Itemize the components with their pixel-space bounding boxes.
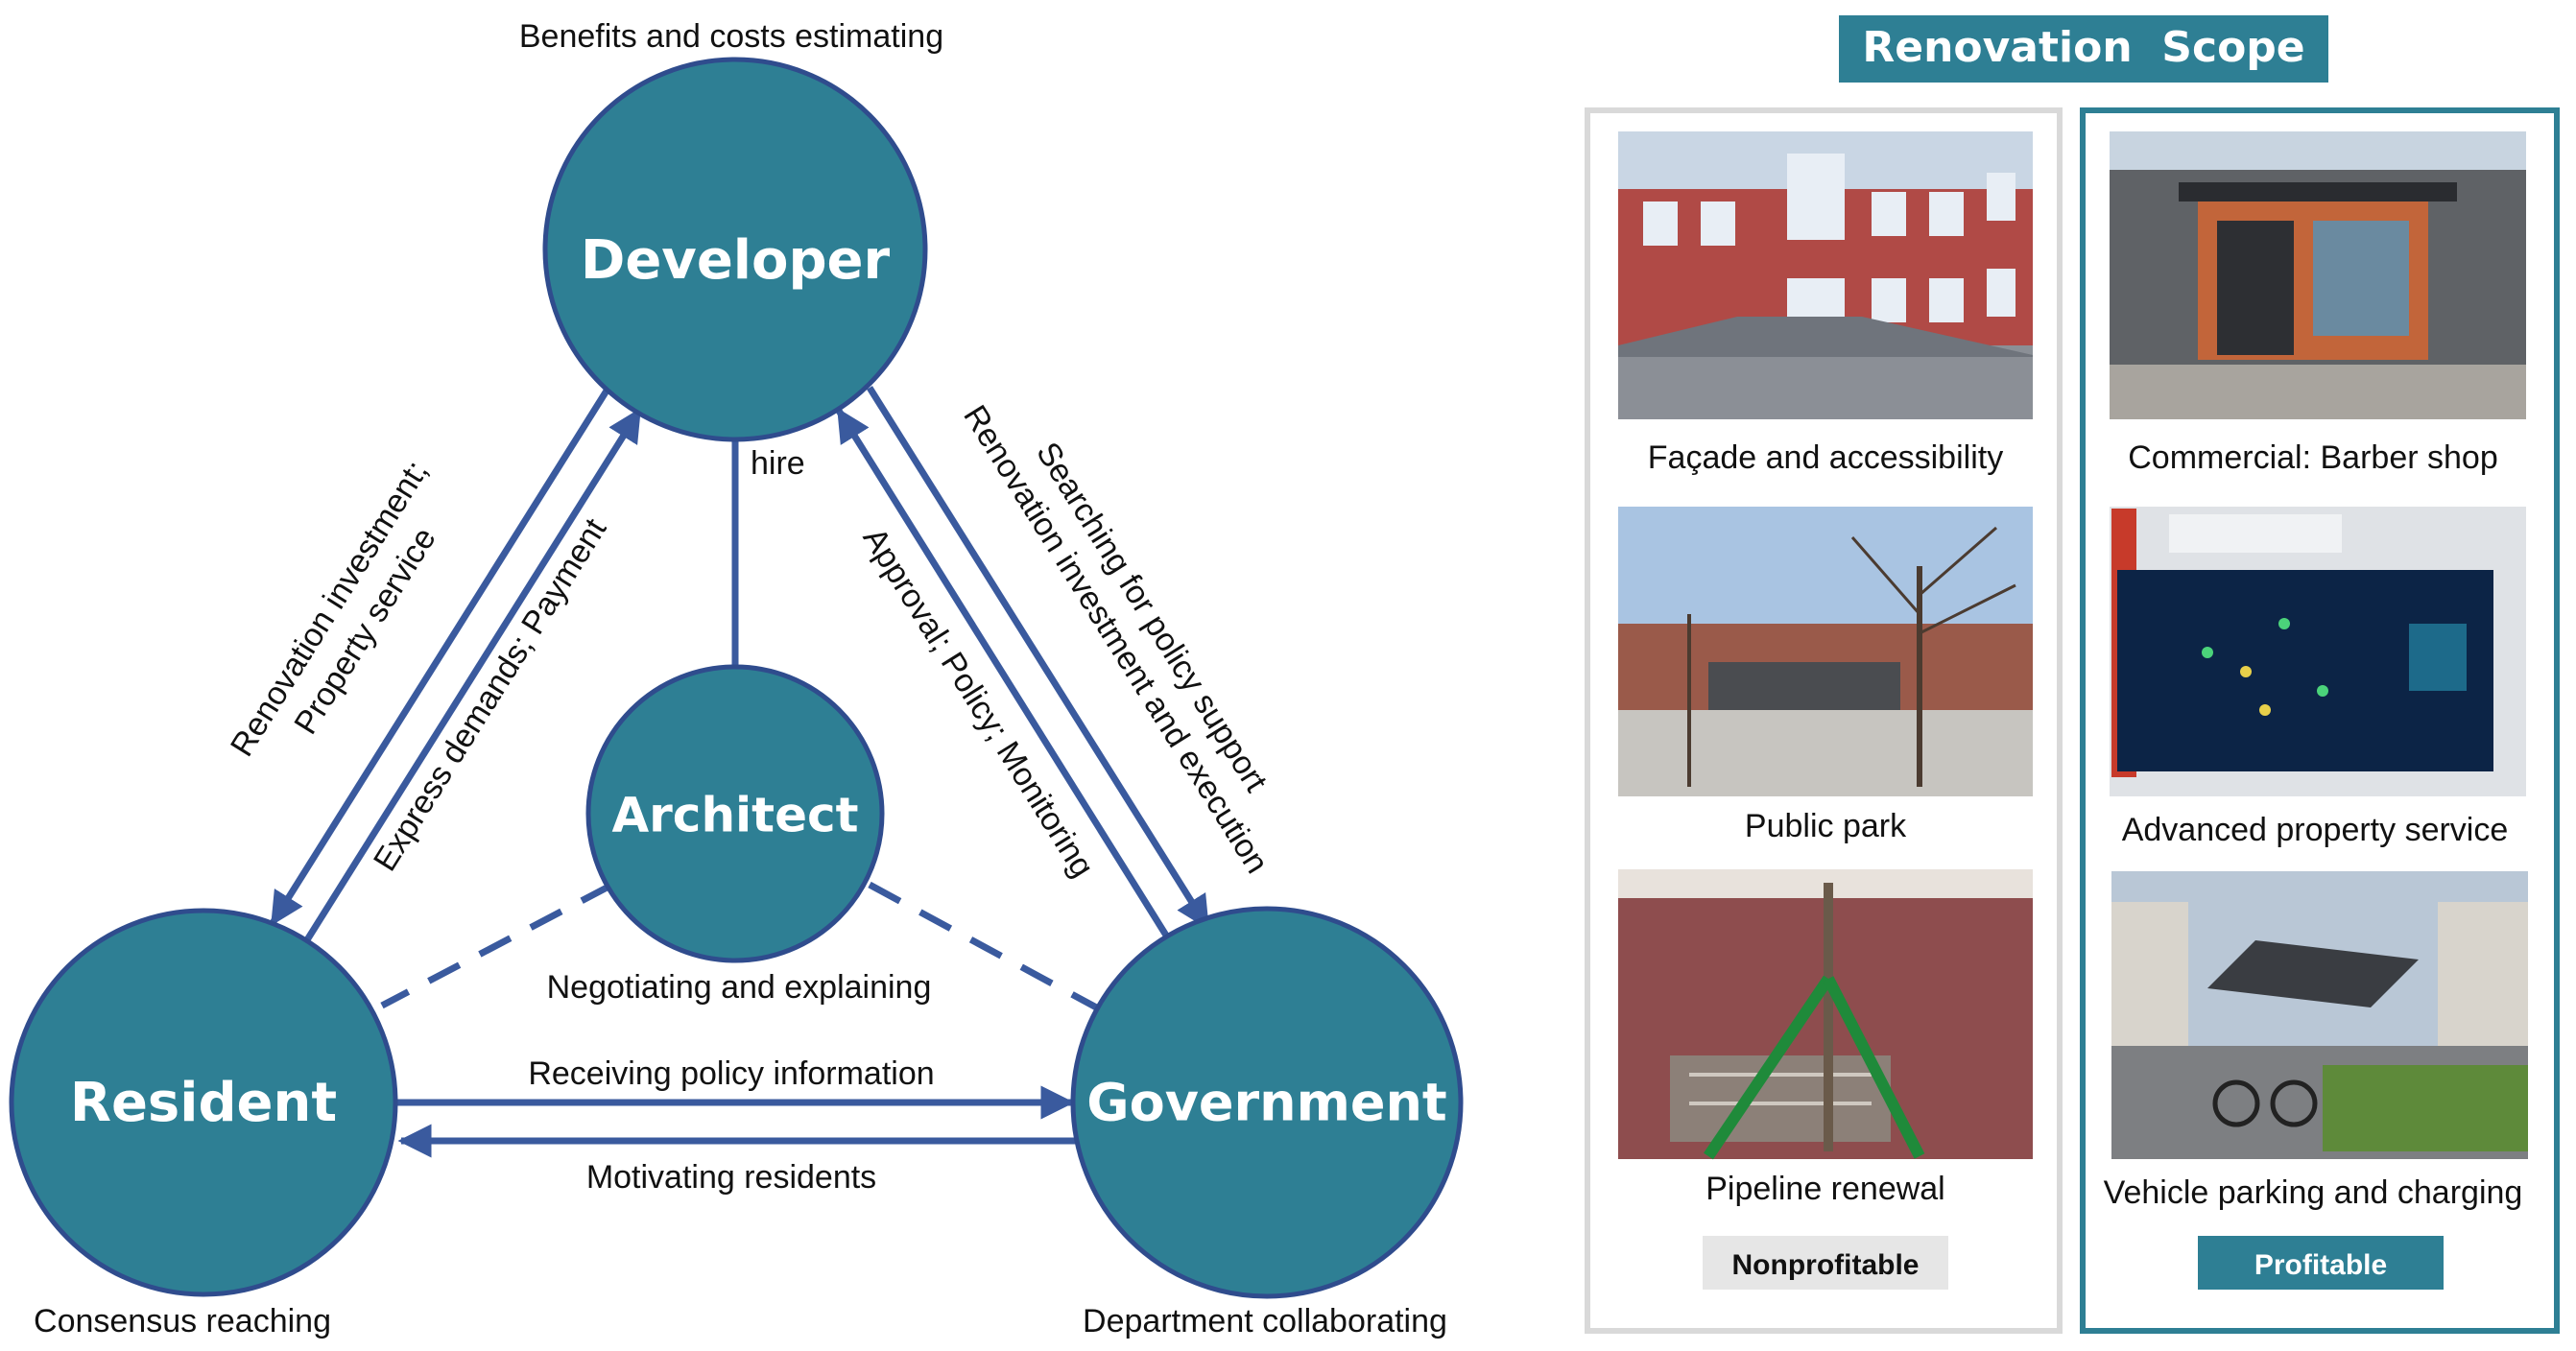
- photo-vehicle-parking: [2111, 871, 2528, 1159]
- developer-to-government-label-2: Renovation investment and execution: [956, 399, 1276, 880]
- government-node: [1070, 906, 1464, 1299]
- developer-to-government-label-1: Searching for policy support: [1029, 436, 1275, 798]
- photo-barber-shop: [2110, 131, 2526, 419]
- developer-caption: Benefits and costs estimating: [519, 18, 943, 55]
- photo-public-park: [1618, 507, 2033, 796]
- profitable-item-1: Commercial: Barber shop: [2128, 439, 2497, 476]
- arrow-resident-to-developer: [300, 408, 642, 948]
- government-to-resident-label: Motivating residents: [586, 1159, 876, 1196]
- dashed-architect-resident: [380, 881, 614, 1009]
- nonprofitable-item-3: Pipeline renewal: [1705, 1171, 1945, 1207]
- scope-title: Renovation Scope: [1862, 23, 2304, 72]
- profitable-badge: [2198, 1236, 2444, 1290]
- profitable-item-3: Vehicle parking and charging: [2104, 1174, 2523, 1211]
- arrow-government-to-developer: [836, 408, 1176, 948]
- resident-node: [9, 908, 398, 1297]
- hire-label: hire: [751, 445, 805, 482]
- photo-facade: [1618, 131, 2033, 419]
- photo-property-service: [2110, 507, 2526, 796]
- developer-node: [542, 57, 928, 442]
- nonprofitable-item-1: Façade and accessibility: [1648, 439, 2003, 476]
- developer-label: Developer: [581, 229, 891, 292]
- scope-title-banner: [1839, 15, 2328, 83]
- nonprofitable-badge: [1703, 1236, 1948, 1290]
- photo-pipeline: [1618, 869, 2033, 1160]
- architect-node: [585, 664, 885, 963]
- resident-label: Resident: [70, 1072, 337, 1134]
- profitable-label: Profitable: [2254, 1249, 2387, 1281]
- arrow-developer-to-resident: [270, 386, 611, 926]
- nonprofitable-panel: [1585, 107, 2063, 1334]
- government-caption: Department collaborating: [1083, 1303, 1447, 1339]
- profitable-item-2: Advanced property service: [2122, 812, 2509, 848]
- dashed-architect-government: [868, 881, 1102, 1013]
- arrow-developer-to-government: [867, 386, 1210, 930]
- nonprofitable-item-2: Public park: [1745, 808, 1907, 844]
- government-label: Government: [1086, 1073, 1446, 1133]
- architect-negotiation-label: Negotiating and explaining: [547, 969, 932, 1006]
- resident-caption: Consensus reaching: [34, 1303, 331, 1339]
- resident-to-government-label: Receiving policy information: [528, 1055, 934, 1092]
- profitable-panel: [2080, 107, 2560, 1334]
- architect-label: Architect: [611, 788, 858, 843]
- nonprofitable-label: Nonprofitable: [1732, 1249, 1920, 1281]
